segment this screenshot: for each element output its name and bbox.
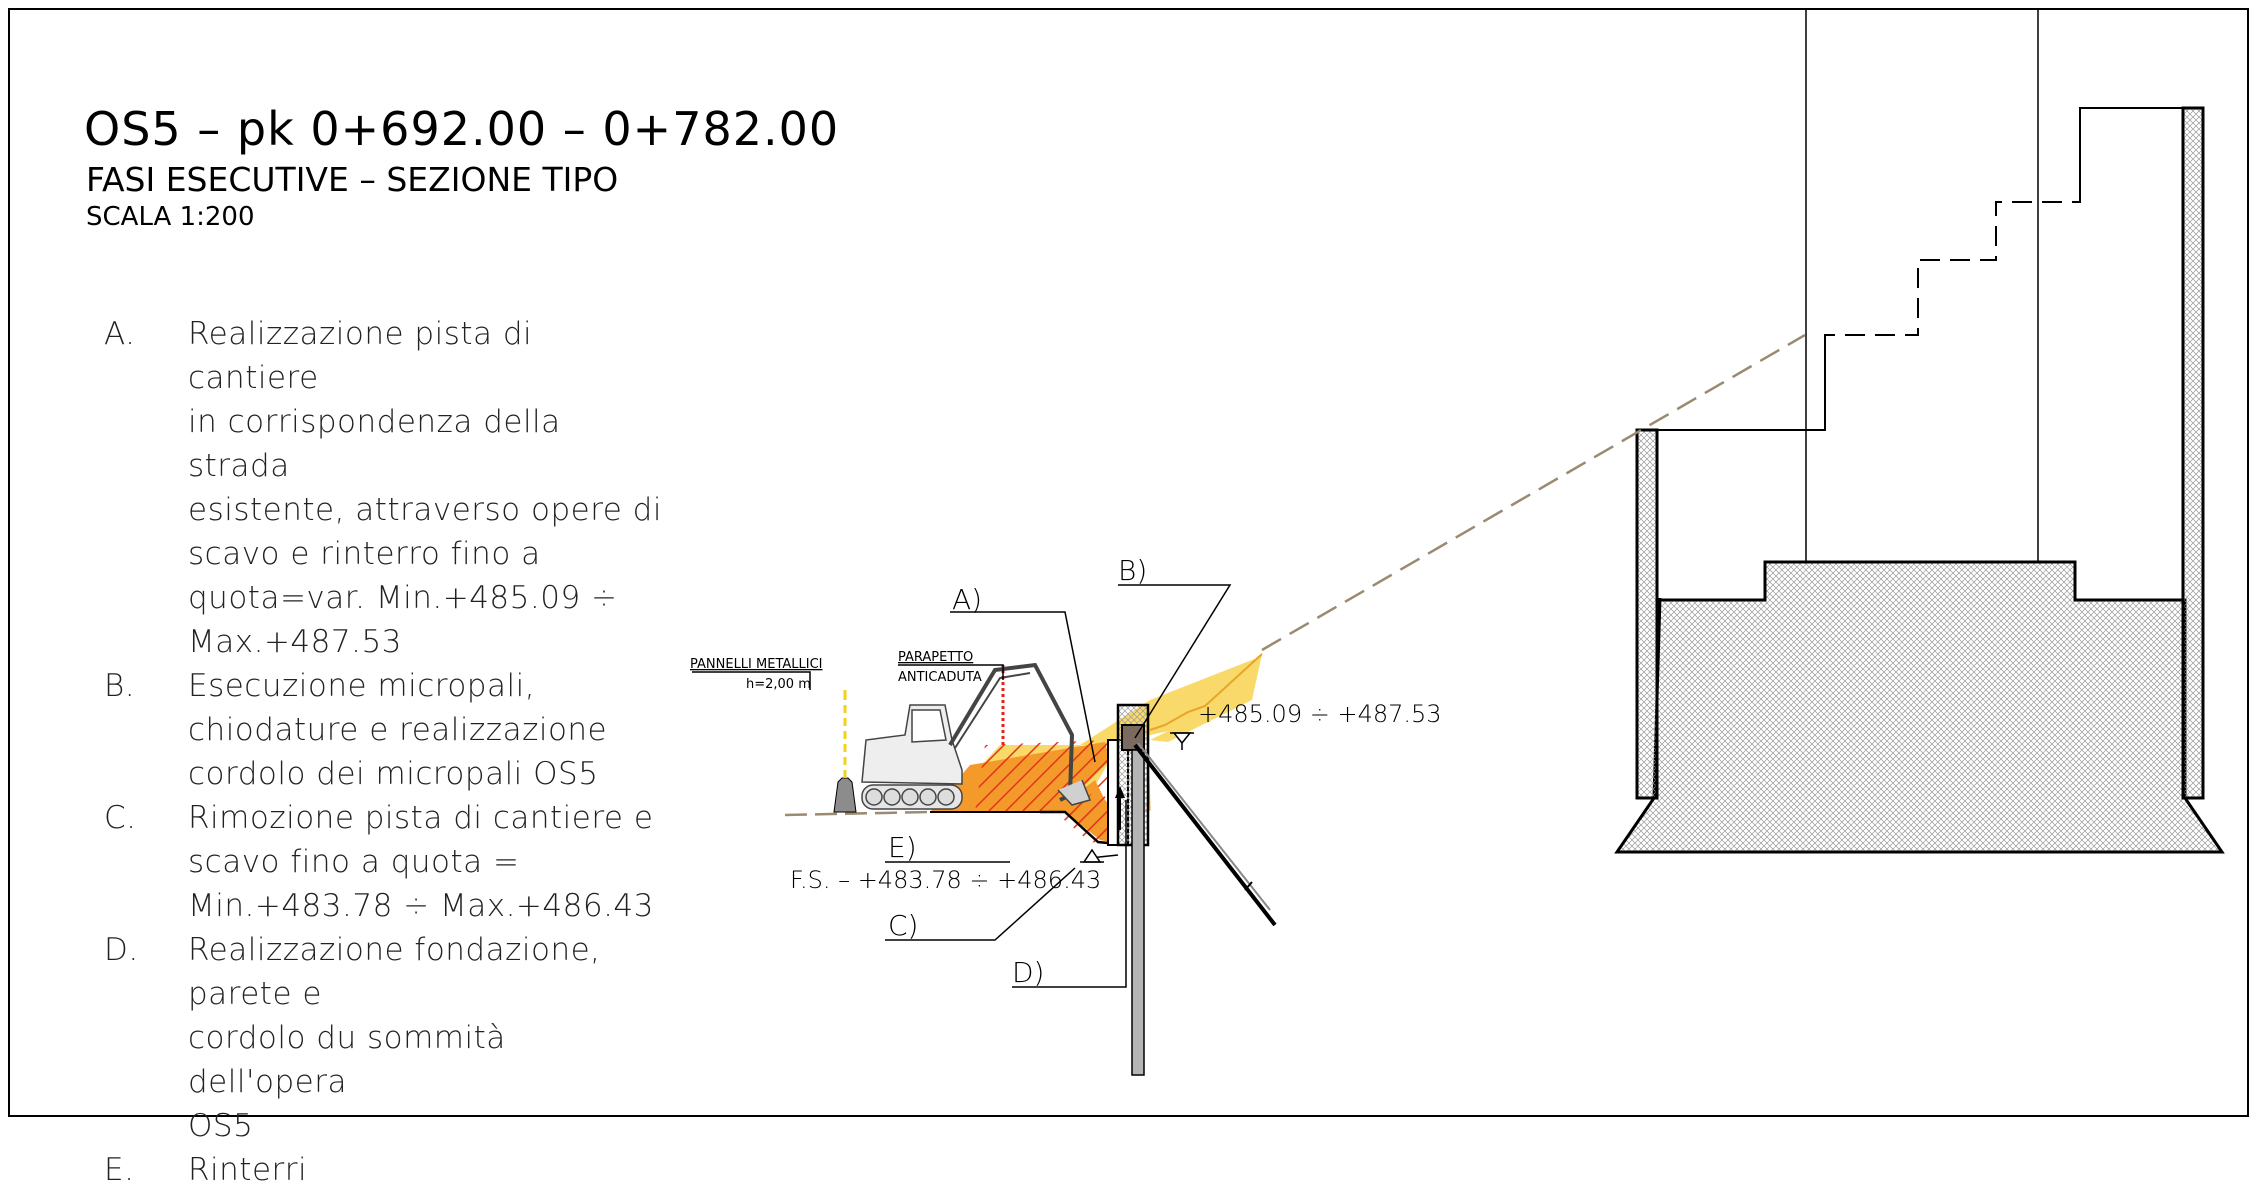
fill-slope [1150,654,1262,742]
phase-line: cordolo du sommità dell'opera [188,1020,506,1100]
level-marker-top [1170,732,1194,750]
level-marker-fs [1080,848,1104,863]
excavator-boom [954,672,1031,749]
phase-item-c: C. Rimozione pista di cantiere e scavo f… [104,796,664,928]
phase-line: scavo e rinterro fino a [188,536,541,572]
slope-edge [1149,653,1263,731]
retaining-wall [1107,703,1277,1076]
leader-d [1012,800,1127,988]
existing-structure [1614,10,2225,854]
excavator-cab [911,709,947,743]
drawing-sheet: OS5 – pk 0+692.00 – 0+782.00 FASI ESECUT… [8,8,2249,1188]
leader-b [1118,584,1232,739]
scale-label: SCALA 1:200 [86,202,255,232]
phase-line: Min.+483.78 ÷ Max.+486.43 [188,888,654,924]
phase-line: Esecuzione micropali, [188,668,536,704]
excavator-icon [861,662,1092,810]
label-anticaduta: ANTICADUTA [898,670,982,685]
leader-a [950,611,1096,763]
level-triangle [1082,848,1102,863]
label-parapetto: PARAPETTO [898,650,973,665]
slope-dashed-line [1261,333,1806,652]
arrow-d-head [1115,786,1125,798]
phase-letter: B. [104,668,136,704]
section-drawing: PANNELLI METALLICI h=2,00 m PARAPETTO AN… [690,10,2225,1076]
phase-item-e: E. Rinterri [104,1148,664,1192]
phase-line: Realizzazione pista di cantiere [188,316,533,396]
track-wheel [919,788,937,806]
sheet-border [8,8,2249,1117]
phase-line: chiodature e realizzazione [188,712,608,748]
anchor-tick [1244,881,1253,891]
phase-line: in corrispondenza della strada [188,404,561,484]
jersey-barrier [833,777,857,813]
quota-fs-label: F.S. – +483.78 ÷ +486.43 [790,866,1101,894]
phase-line: Rimozione pista di cantiere e [188,800,654,836]
phase-line: Realizzazione fondazione, parete e [188,932,601,1012]
phase-line: Max.+487.53 [188,624,402,660]
excavator-bucket [1057,779,1092,806]
anchor-nail [1137,742,1271,911]
callout-b: B) [1118,554,1147,587]
page-title: OS5 – pk 0+692.00 – 0+782.00 [84,102,840,156]
track-wheel [901,788,919,806]
page-subtitle: FASI ESECUTIVE – SEZIONE TIPO [86,160,619,199]
phase-letter: D. [104,932,139,968]
phase-item-b: B. Esecuzione micropali, chiodature e re… [104,664,664,796]
phase-letter: E. [104,1152,135,1188]
callout-c: C) [888,909,918,942]
leader-parapetto [898,664,1004,680]
ground-dashed-line [784,810,931,817]
track-wheel [883,788,901,806]
quota-top-label: +485.09 ÷ +487.53 [1198,700,1442,728]
callout-a: A) [952,583,982,616]
stair-line [1640,107,2185,431]
callout-d: D) [1012,956,1044,989]
track-wheel [937,788,955,806]
stair-top [2079,107,2185,202]
right-wall [2181,106,2205,800]
level-triangle [1172,732,1192,745]
anchor-nail [1133,743,1277,927]
phase-line: esistente, attraverso opere di [188,492,662,528]
base-slab [1614,560,2225,854]
left-wall [1635,428,1659,800]
label-pannelli-h: h=2,00 m [746,677,811,692]
callout-e: E) [888,831,917,864]
phase-item-a: A. Realizzazione pista di cantiere in co… [104,312,664,664]
phase-line: Rinterri [188,1152,308,1188]
track-wheel [865,788,883,806]
phase-letter: C. [104,800,137,836]
label-pannelli: PANNELLI METALLICI [690,657,823,672]
phase-letter: A. [104,316,136,352]
phase-line: scavo fino a quota = [188,844,520,880]
leader-c [885,867,1076,941]
phase-line: cordolo dei micropali OS5 [188,756,599,792]
phase-line: quota=var. Min.+485.09 ÷ [188,580,618,616]
callout-leaders [692,584,1232,988]
leader-pannelli [692,671,811,690]
micropile [1131,749,1145,1076]
